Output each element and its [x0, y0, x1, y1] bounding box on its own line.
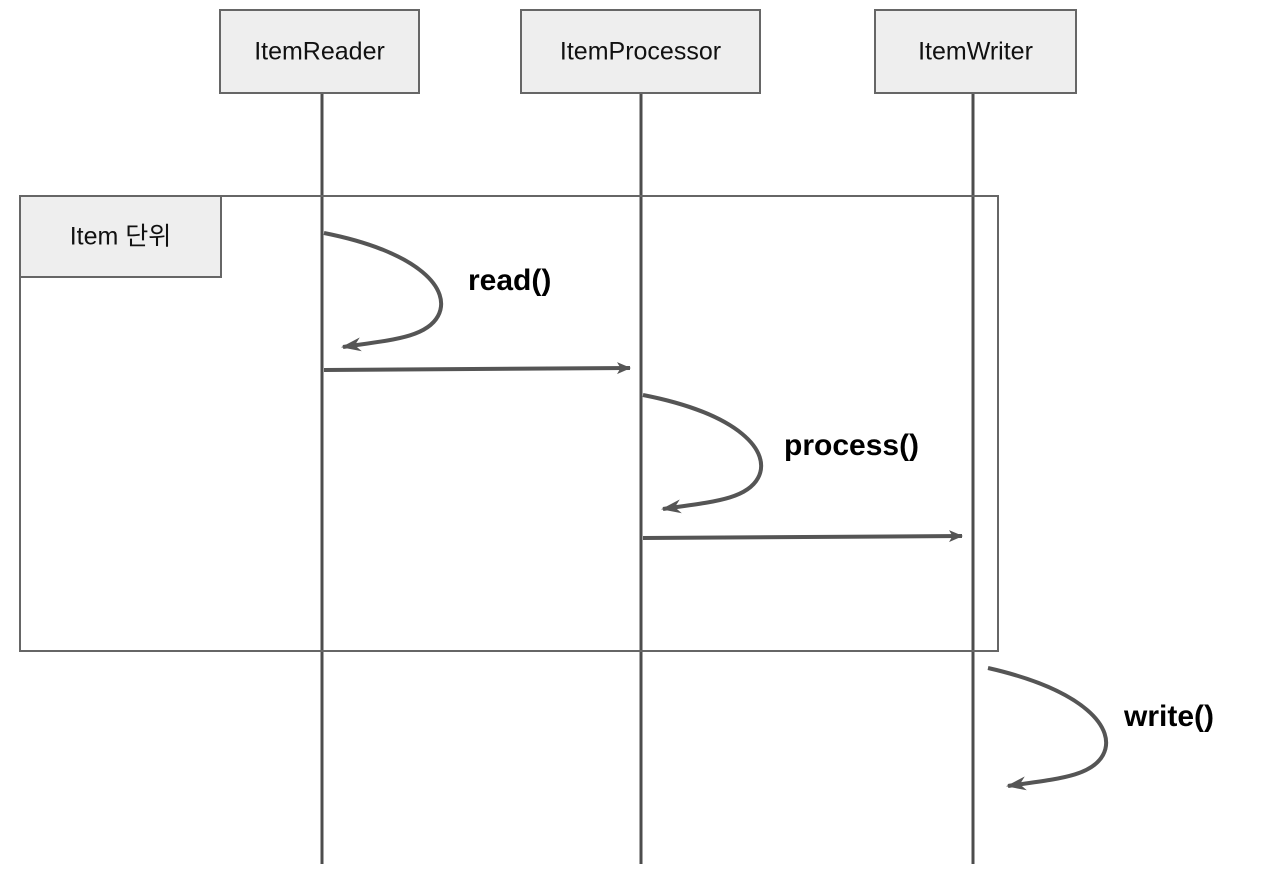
participant-item-reader[interactable]: ItemReader: [219, 9, 420, 94]
participant-box-item-reader[interactable]: [219, 9, 420, 94]
participant-box-item-writer[interactable]: [874, 9, 1077, 94]
fragment-label-group: Item 단위: [19, 195, 222, 278]
fragment-box: [19, 195, 999, 652]
participant-item-processor[interactable]: ItemProcessor: [520, 9, 761, 94]
message-reader-to-processor[interactable]: [323, 362, 631, 375]
fragment-label-text: Item 단위: [70, 223, 172, 251]
msg-arrow-processor-to-writer: [642, 530, 963, 543]
fragment-label-box: [19, 195, 222, 278]
participant-label-item-reader: ItemReader: [254, 38, 385, 66]
self-loop-read-arrow: [323, 231, 444, 352]
self-loop-write-arrow: [987, 666, 1109, 791]
participant-item-writer[interactable]: ItemWriter: [874, 9, 1077, 94]
message-label-read: read(): [468, 264, 551, 297]
msg-arrow-reader-to-processor: [323, 362, 631, 375]
message-read[interactable]: read(): [323, 231, 551, 352]
message-process[interactable]: process(): [642, 393, 919, 514]
message-label-process: process(): [784, 429, 919, 462]
participant-label-item-writer: ItemWriter: [918, 38, 1033, 66]
message-label-write: write(): [1123, 700, 1214, 733]
participant-box-item-processor[interactable]: [520, 9, 761, 94]
message-processor-to-writer[interactable]: [642, 530, 963, 543]
self-loop-process-arrow: [642, 393, 764, 514]
message-write[interactable]: write(): [987, 666, 1214, 791]
participant-label-item-processor: ItemProcessor: [560, 38, 721, 66]
